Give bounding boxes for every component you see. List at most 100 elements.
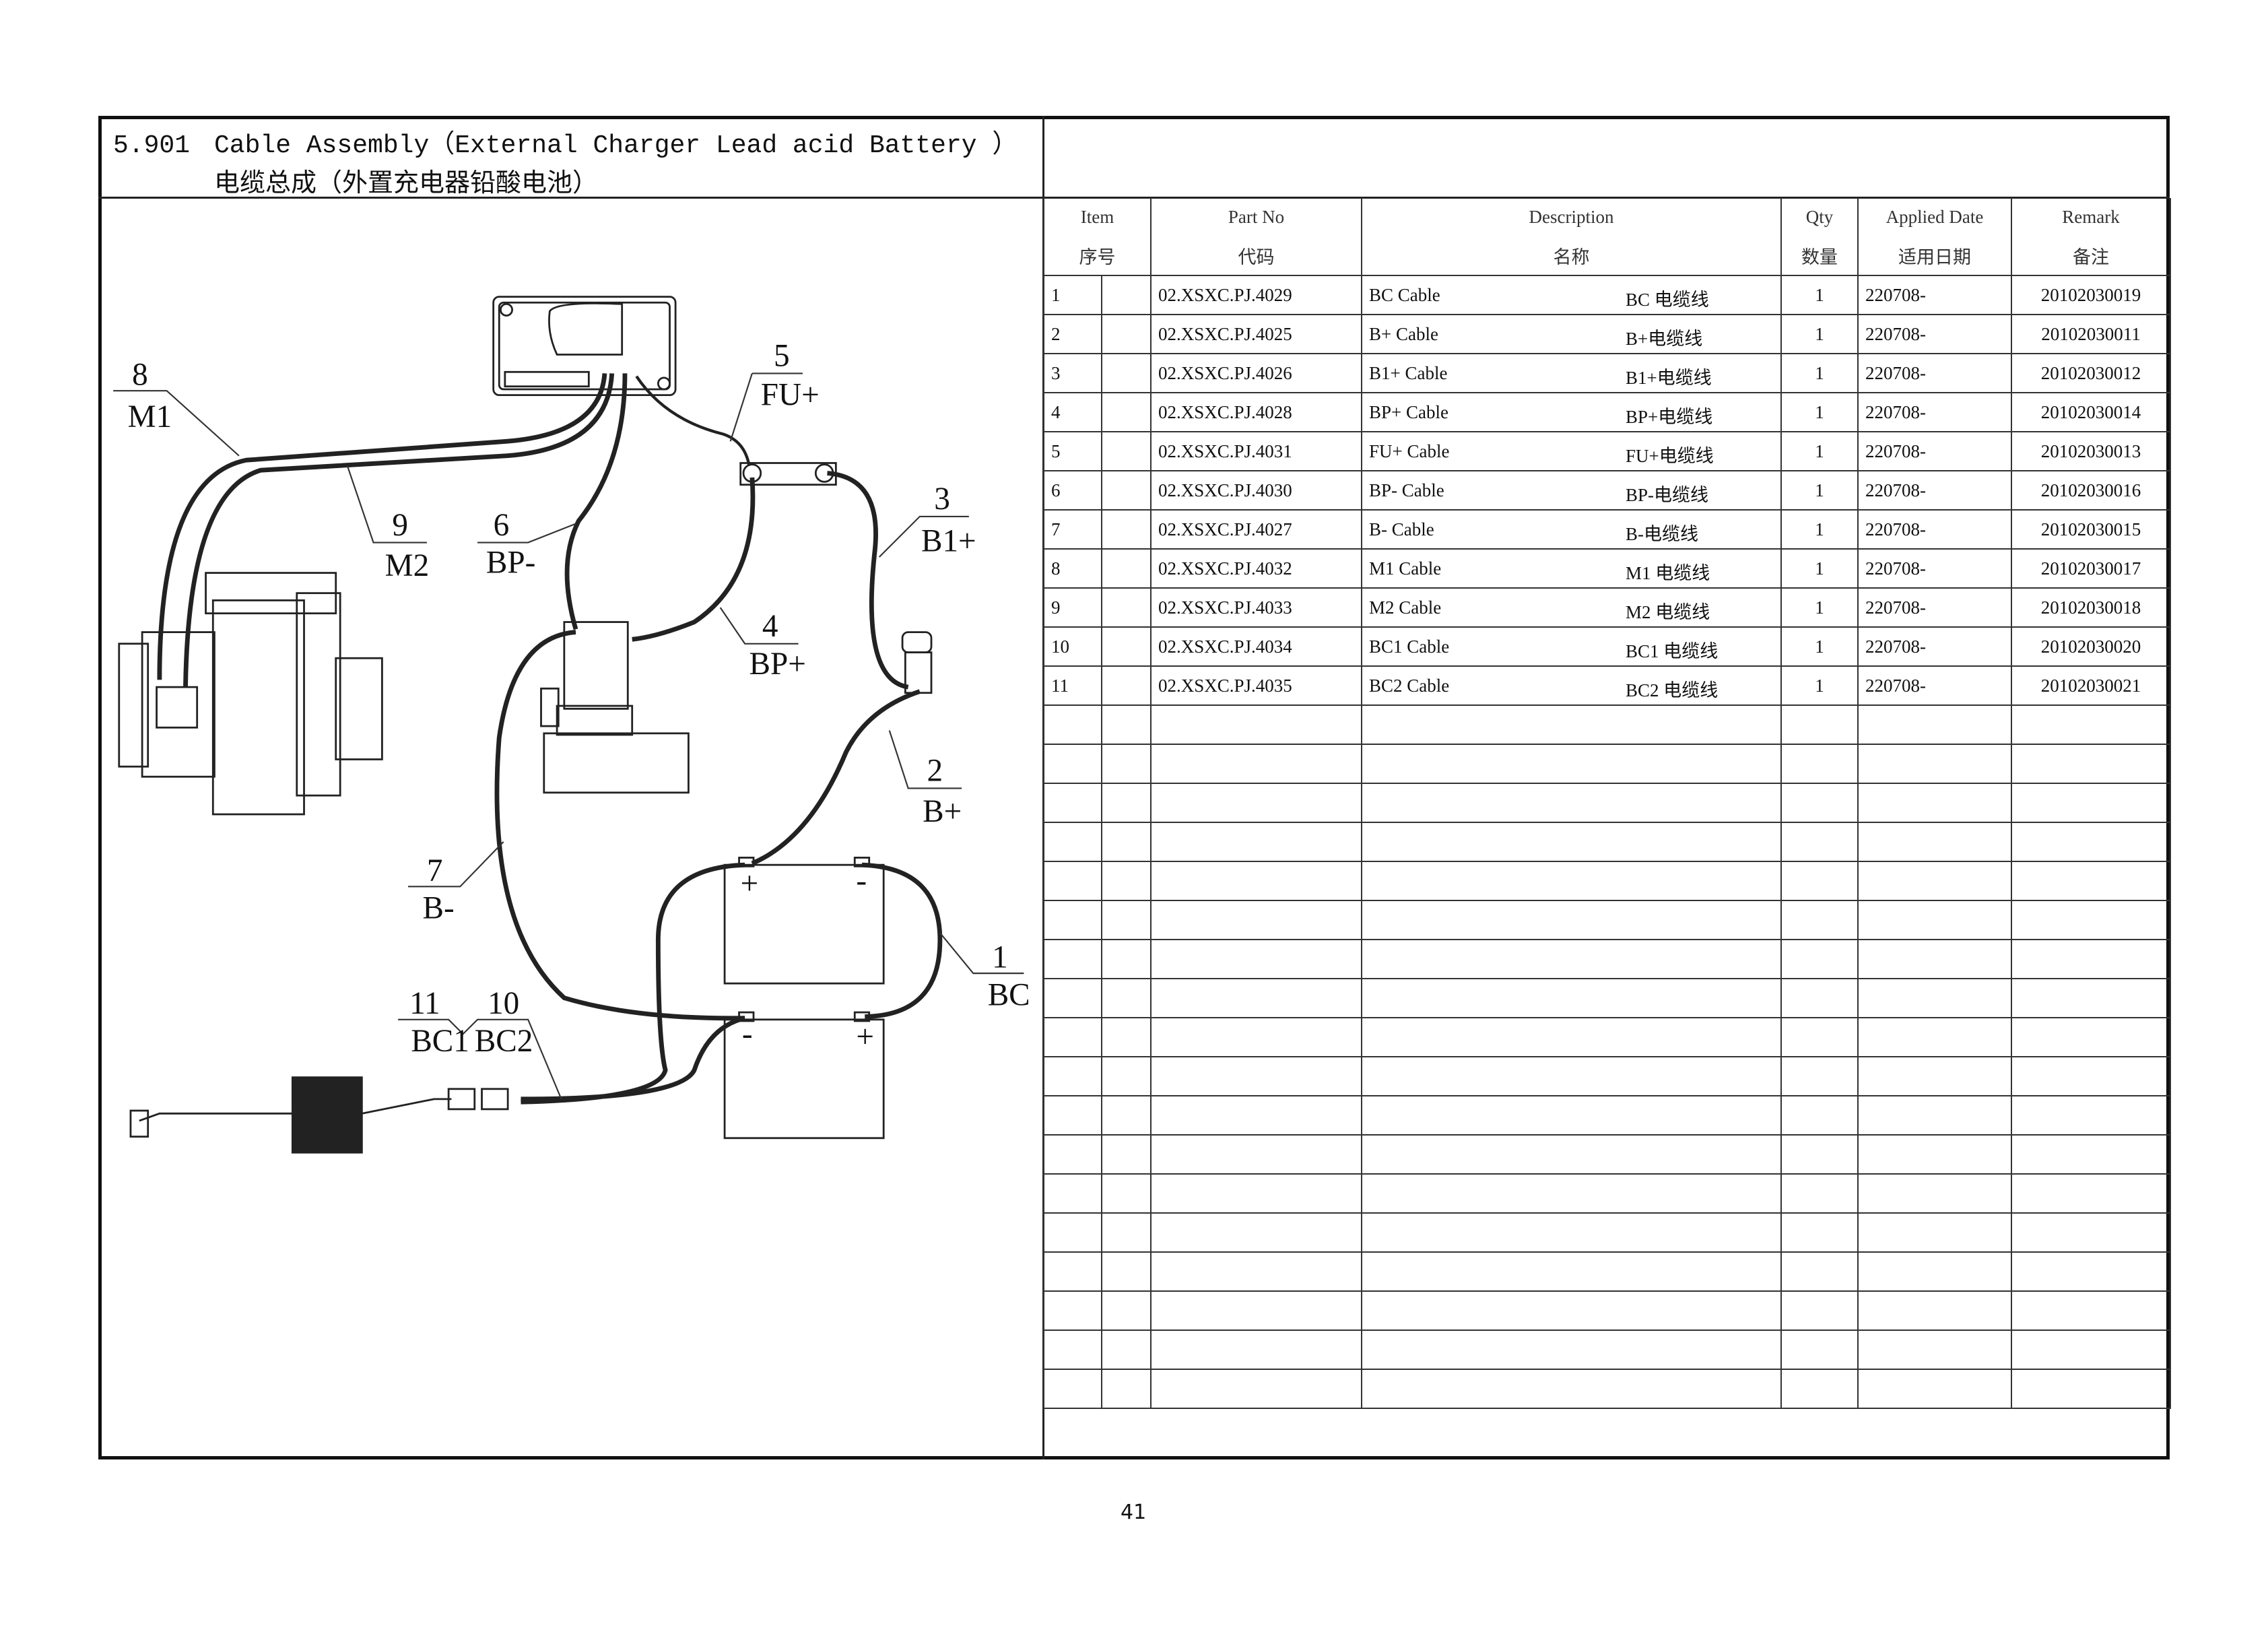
qty-cell: 1: [1780, 548, 1859, 589]
controller-drawing: [492, 296, 677, 397]
empty-cell: [1100, 861, 1152, 901]
battery-top: [723, 863, 885, 985]
description-zh: FU+电缆线: [1626, 445, 1714, 466]
remark-cell: 20102030015: [2011, 509, 2172, 550]
col-item: Item: [1042, 198, 1152, 236]
callout-number: 8: [132, 358, 148, 393]
remark-cell: 20102030016: [2011, 470, 2172, 511]
part-no-cell: 02.XSXC.PJ.4025: [1150, 314, 1363, 354]
empty-cell: [1857, 1173, 2013, 1214]
empty-cell: [1150, 861, 1363, 901]
empty-cell: [1043, 978, 1102, 1018]
col-part-no: Part No: [1150, 198, 1363, 236]
page-number: 41: [1121, 1501, 1147, 1524]
empty-cell: [1857, 978, 2013, 1018]
battery-minus-label: -: [742, 1016, 753, 1051]
empty-cell: [1857, 1369, 2013, 1409]
callout-code: FU+: [761, 378, 820, 413]
empty-cell: [1150, 1369, 1363, 1409]
remark-cell: 20102030018: [2011, 587, 2172, 628]
empty-cell: [1780, 1369, 1859, 1409]
empty-cell: [2011, 822, 2172, 862]
empty-cell: [1780, 1290, 1859, 1331]
empty-cell: [1150, 1056, 1363, 1096]
empty-cell: [1857, 1329, 2013, 1370]
empty-cell: [1150, 1017, 1363, 1057]
item-cell: 7: [1043, 509, 1102, 550]
empty-cell: [1100, 1173, 1152, 1214]
empty-table-row: [1043, 1212, 2172, 1253]
empty-cell: [1043, 1134, 1102, 1175]
empty-cell: [1361, 900, 1782, 940]
empty-cell: [1780, 861, 1859, 901]
empty-cell: [1043, 1212, 1102, 1253]
empty-cell: [1043, 939, 1102, 979]
description-zh: BC 电缆线: [1626, 289, 1709, 310]
battery-plus-label: +: [856, 1020, 874, 1055]
empty-cell: [1780, 1134, 1859, 1175]
description-en: FU+ Cable: [1369, 440, 1450, 461]
empty-cell: [1780, 704, 1859, 745]
part-no-cell: 02.XSXC.PJ.4032: [1150, 548, 1363, 589]
empty-cell: [1150, 1329, 1363, 1370]
empty-cell: [1150, 1251, 1363, 1292]
description-en: BC Cable: [1369, 284, 1440, 305]
qty-cell: 1: [1780, 353, 1859, 393]
item-sub-cell: [1100, 392, 1152, 432]
empty-cell: [1780, 978, 1859, 1018]
empty-cell: [1857, 861, 2013, 901]
empty-cell: [1100, 1056, 1152, 1096]
motor-drawing: [118, 572, 383, 816]
empty-cell: [1780, 783, 1859, 823]
empty-table-row: [1043, 822, 2172, 862]
col-remark-zh: 备注: [2011, 236, 2172, 275]
applied-date-cell: 220708-: [1857, 431, 2013, 471]
empty-cell: [1100, 1329, 1152, 1370]
empty-cell: [1100, 744, 1152, 784]
empty-cell: [1150, 900, 1363, 940]
table-header-zh: 序号 代码 名称 数量 适用日期 备注: [1042, 236, 2172, 275]
qty-cell: 1: [1780, 275, 1859, 315]
description-zh: B+电缆线: [1626, 328, 1703, 349]
empty-table-row: [1043, 1290, 2172, 1331]
empty-cell: [1043, 1369, 1102, 1409]
empty-cell: [1361, 978, 1782, 1018]
description-zh: BC2 电缆线: [1626, 680, 1719, 700]
empty-cell: [2011, 1173, 2172, 1214]
qty-cell: 1: [1780, 431, 1859, 471]
empty-cell: [2011, 1369, 2172, 1409]
remark-cell: 20102030020: [2011, 626, 2172, 667]
empty-cell: [1361, 1134, 1782, 1175]
cables: [157, 373, 943, 1105]
empty-table-row: [1043, 783, 2172, 823]
empty-cell: [2011, 1290, 2172, 1331]
item-cell: 10: [1043, 626, 1102, 667]
empty-table-row: [1043, 939, 2172, 979]
remark-cell: 20102030021: [2011, 665, 2172, 706]
empty-cell: [1857, 1134, 2013, 1175]
empty-cell: [1361, 704, 1782, 745]
description-en: B- Cable: [1369, 519, 1434, 539]
empty-cell: [1043, 900, 1102, 940]
empty-cell: [1857, 822, 2013, 862]
applied-date-cell: 220708-: [1857, 626, 2013, 667]
callout-number: 11: [409, 986, 440, 1021]
qty-cell: 1: [1780, 665, 1859, 706]
item-sub-cell: [1100, 626, 1152, 667]
item-sub-cell: [1100, 587, 1152, 628]
item-cell: 1: [1043, 275, 1102, 315]
empty-cell: [1150, 1173, 1363, 1214]
applied-date-cell: 220708-: [1857, 548, 2013, 589]
qty-cell: 1: [1780, 470, 1859, 511]
empty-cell: [2011, 861, 2172, 901]
empty-cell: [1043, 1095, 1102, 1136]
empty-cell: [2011, 1017, 2172, 1057]
